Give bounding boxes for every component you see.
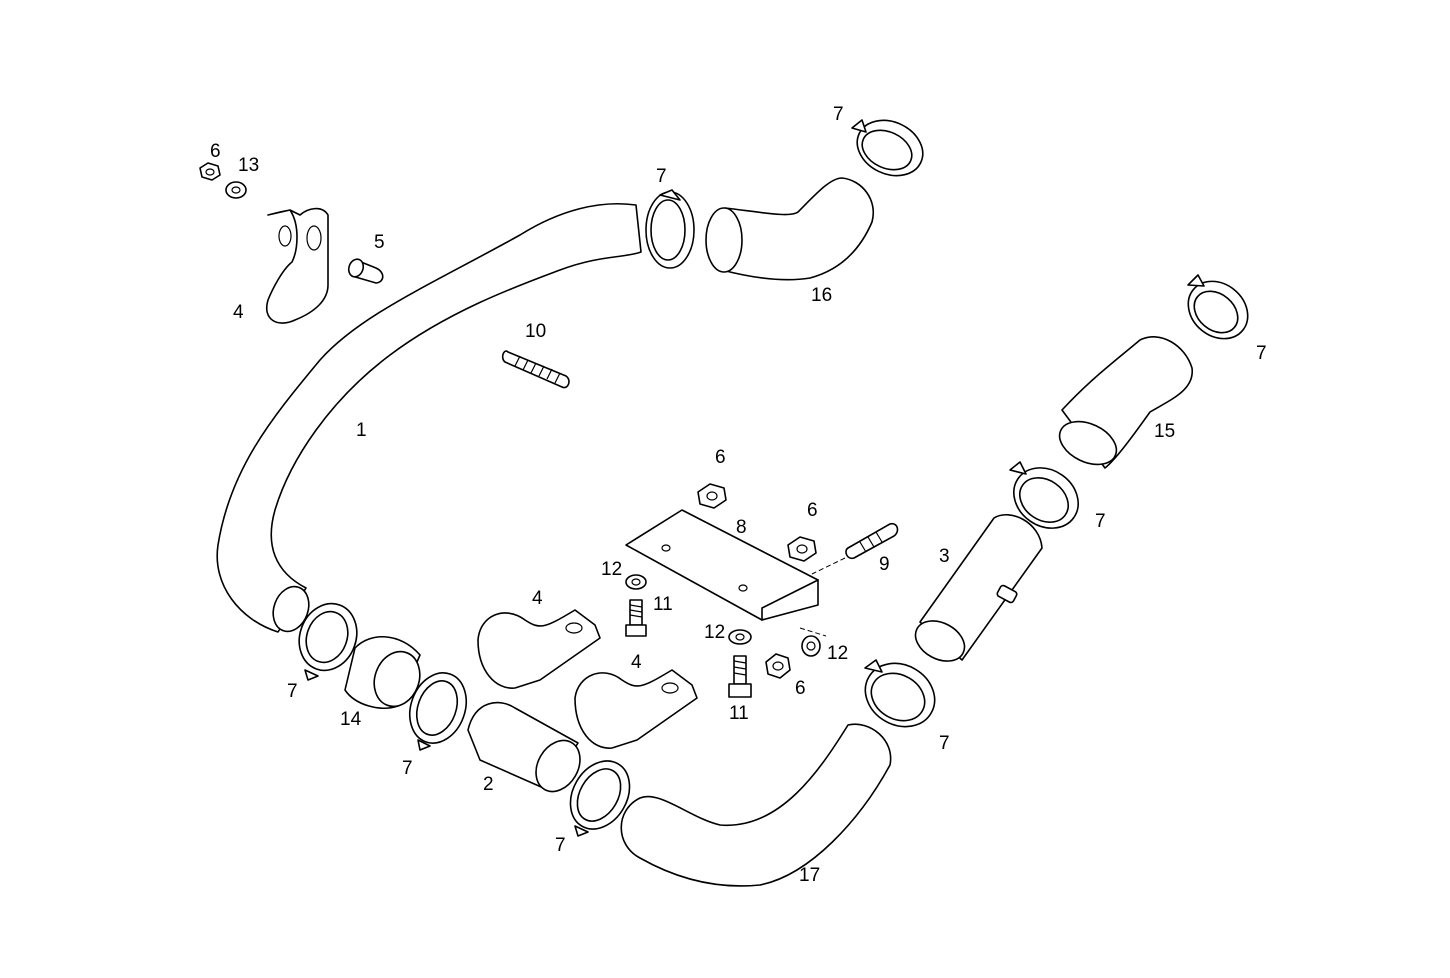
hose-part-15 [1058, 336, 1193, 469]
label-12: 12 [704, 622, 725, 643]
label-7: 7 [1256, 343, 1267, 364]
label-6: 6 [210, 141, 221, 162]
part-labels: 6 13 5 4 7 7 16 10 1 7 15 6 8 6 9 3 7 12… [210, 104, 1267, 886]
clamp-part-7-bottom [569, 760, 631, 837]
hose-part-14 [344, 636, 421, 709]
label-17: 17 [799, 865, 820, 886]
label-2: 2 [483, 774, 494, 795]
clamp-part-7-center-left [408, 672, 468, 751]
clamp-part-7-left-low [298, 602, 358, 681]
stud-part-10 [501, 350, 570, 389]
nut-part-6-center [697, 483, 727, 509]
bolt-part-11-a [625, 599, 647, 637]
hose-part-3 [914, 513, 1043, 662]
washer-part-12-c [799, 627, 827, 657]
label-7: 7 [1095, 511, 1106, 532]
label-7: 7 [287, 681, 298, 702]
hose-part-17 [620, 723, 892, 887]
label-7: 7 [402, 758, 413, 779]
label-11: 11 [729, 703, 749, 724]
clamp-part-7-upper-mid [645, 189, 695, 269]
label-14: 14 [340, 709, 362, 730]
label-15: 15 [1154, 421, 1175, 442]
clamp-part-7-right-top [1187, 274, 1249, 340]
hose-part-16 [705, 177, 875, 281]
spacer-part-5 [347, 258, 384, 284]
label-7: 7 [939, 733, 950, 754]
label-7: 7 [656, 166, 667, 187]
bracket-part-4-mid [477, 609, 601, 689]
clamp-part-7-right-low [864, 659, 936, 728]
label-12: 12 [827, 643, 848, 664]
stud-part-9 [811, 522, 899, 575]
clamp-part-7-top [851, 119, 924, 177]
label-6: 6 [795, 678, 806, 699]
washer-part-13 [225, 181, 247, 199]
label-7: 7 [555, 835, 566, 856]
plate-part-8 [625, 509, 819, 621]
label-1: 1 [356, 420, 367, 441]
label-10: 10 [525, 321, 546, 342]
bracket-part-4-top [265, 207, 329, 324]
washer-part-12-a [625, 574, 647, 590]
label-3: 3 [939, 546, 950, 567]
nut-part-6-low [765, 653, 791, 679]
label-6: 6 [807, 500, 818, 521]
label-6: 6 [715, 447, 726, 468]
label-4: 4 [631, 652, 642, 673]
label-11: 11 [653, 594, 673, 615]
clamp-part-7-right-mid [1009, 461, 1079, 529]
nut-part-6-right [787, 536, 817, 562]
label-8: 8 [736, 517, 747, 538]
label-13: 13 [238, 155, 259, 176]
label-4: 4 [233, 302, 244, 323]
bolt-part-11-b [728, 655, 752, 698]
bracket-part-4-low [574, 669, 698, 749]
hose-part-2 [467, 701, 581, 793]
label-4: 4 [532, 588, 543, 609]
label-16: 16 [811, 285, 832, 306]
label-9: 9 [879, 554, 890, 575]
label-12: 12 [601, 559, 622, 580]
hose-part-1 [216, 202, 642, 633]
nut-part-6-topleft [199, 162, 221, 181]
label-5: 5 [374, 232, 385, 253]
washer-part-12-b [728, 629, 752, 645]
label-7: 7 [833, 104, 844, 125]
